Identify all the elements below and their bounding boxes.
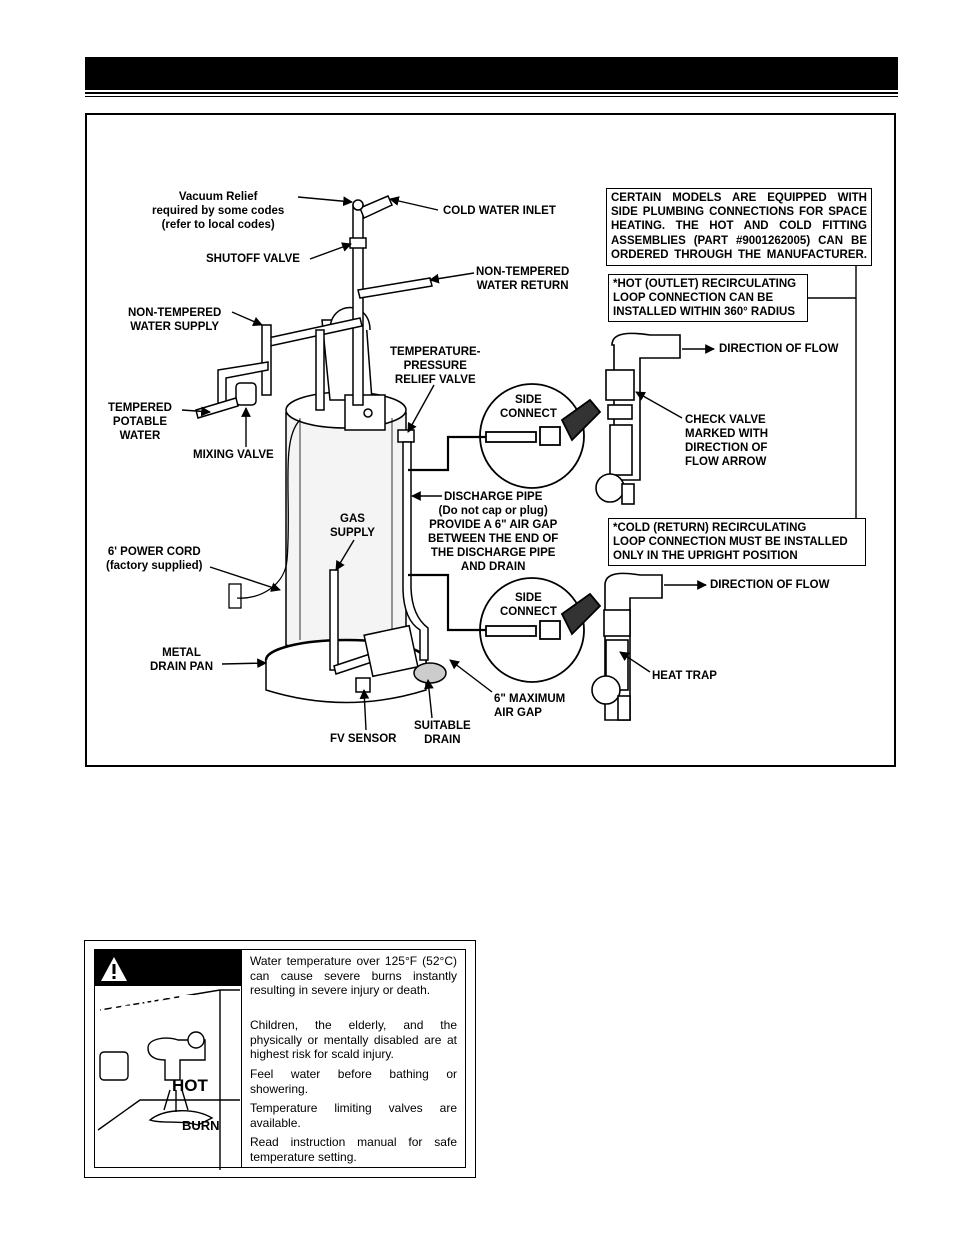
danger-text-4: Temperature limiting valves are availabl… — [250, 1101, 457, 1130]
header-rule — [85, 92, 898, 94]
hot-word: HOT — [172, 1076, 208, 1095]
danger-label-frame — [84, 940, 476, 1178]
note-hot-outlet: *HOT (OUTLET) RECIRCULATING LOOP CONNECT… — [608, 274, 808, 322]
gas-line — [329, 569, 419, 693]
label-direction-flow-2: DIRECTION OF FLOW — [710, 579, 830, 591]
label-max-air-gap: 6" MAXIMUM AIR GAP — [494, 693, 566, 719]
burn-word: BURN — [182, 1118, 220, 1133]
label-mixing-valve: MIXING VALVE — [193, 449, 274, 461]
label-gas-supply: GAS SUPPLY — [330, 513, 375, 539]
danger-text-1: Water temperature over 125°F (52°C) can … — [250, 954, 457, 998]
section-header-bar — [85, 57, 898, 90]
label-side-connect-2: SIDE CONNECT — [500, 592, 557, 618]
label-non-tempered-supply: NON-TEMPERED WATER SUPPLY — [128, 307, 222, 333]
label-cold-water-inlet: COLD WATER INLET — [443, 205, 556, 217]
power-cord — [228, 419, 301, 609]
plumbing-pipes — [195, 195, 433, 419]
note-certain-models: CERTAIN MODELS ARE EQUIPPED WITH SIDE PL… — [606, 188, 872, 266]
note-cold-return: *COLD (RETURN) RECIRCULATING LOOP CONNEC… — [608, 518, 866, 566]
discharge-pipe — [397, 429, 429, 661]
label-tempered-potable: TEMPERED POTABLE WATER — [108, 402, 172, 442]
label-discharge-pipe: DISCHARGE PIPE (Do not cap or plug) PROV… — [428, 491, 559, 573]
scald-hazard-pictogram — [97, 989, 240, 1170]
danger-text-3: Feel water before bathing or showering. — [250, 1067, 457, 1096]
danger-text-5: Read instruction manual for safe tempera… — [250, 1135, 457, 1164]
label-fv-sensor: FV SENSOR — [330, 733, 397, 745]
header-rule-thin — [85, 96, 898, 97]
label-suitable-drain: SUITABLE DRAIN — [414, 720, 471, 746]
warning-triangle-icon — [101, 957, 127, 981]
danger-text-2: Children, the elderly, and the physicall… — [250, 1018, 457, 1062]
label-vacuum-relief: Vacuum Relief required by some codes (re… — [152, 191, 285, 231]
label-metal-drain-pan: METAL DRAIN PAN — [150, 647, 214, 673]
label-side-connect-1: SIDE CONNECT — [500, 394, 557, 420]
danger-label — [94, 949, 466, 1168]
danger-header: DANGER — [95, 950, 241, 1019]
figure-frame — [85, 113, 896, 767]
side-connect-detail-1 — [479, 383, 602, 489]
danger-divider — [241, 950, 242, 1167]
label-direction-flow-1: DIRECTION OF FLOW — [719, 343, 839, 355]
label-non-tempered-return: NON-TEMPERED WATER RETURN — [476, 266, 570, 292]
suitable-drain — [413, 662, 447, 684]
label-check-valve: CHECK VALVE MARKED WITH DIRECTION OF FLO… — [685, 414, 769, 468]
hot-loop-fittings — [595, 332, 681, 505]
label-heat-trap: HEAT TRAP — [652, 670, 717, 682]
label-shutoff-valve: SHUTOFF VALVE — [206, 253, 300, 265]
label-tp-relief-valve: TEMPERATURE- PRESSURE RELIEF VALVE — [390, 346, 481, 386]
label-power-cord: 6' POWER CORD (factory supplied) — [106, 546, 203, 572]
cold-loop-fittings — [591, 572, 663, 721]
